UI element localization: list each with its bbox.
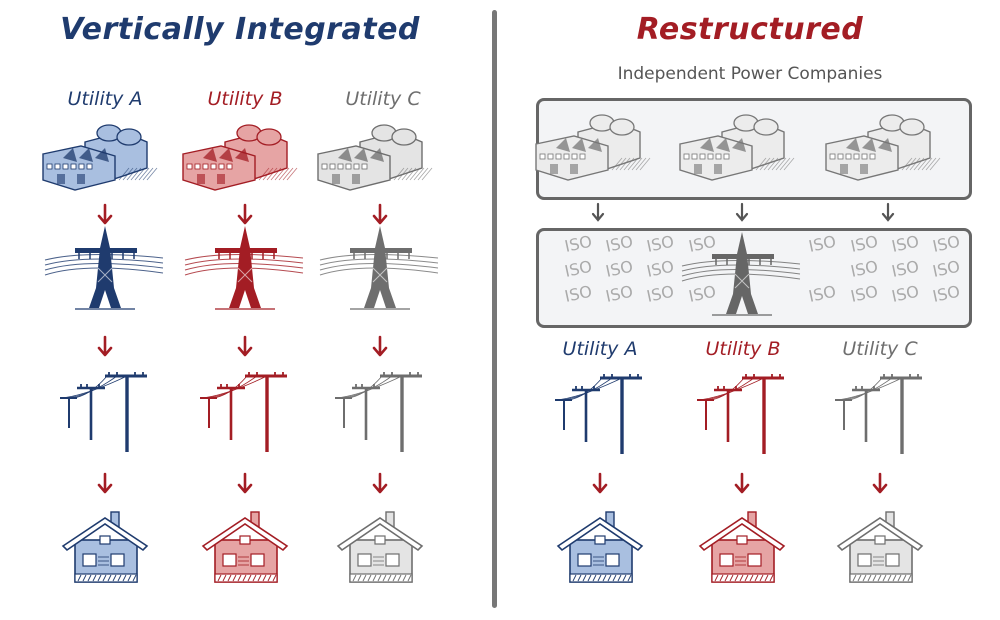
- iso-label: ISO: [807, 282, 838, 306]
- iso-label: ISO: [931, 257, 962, 281]
- iso-label: ISO: [931, 232, 962, 256]
- down-arrow-icon: [592, 472, 608, 494]
- power-plant-icon: [317, 124, 433, 191]
- distribution-poles-icon: [555, 374, 642, 454]
- down-arrow-icon: [591, 202, 605, 222]
- iso-label: ISO: [890, 232, 921, 256]
- iso-label: ISO: [563, 282, 594, 306]
- distribution-poles-icon: [60, 372, 147, 452]
- right-utility-a-label: Utility A: [562, 338, 638, 360]
- iso-label: ISO: [687, 232, 718, 256]
- power-plant-icon: [182, 124, 298, 191]
- iso-label: ISO: [604, 282, 635, 306]
- down-arrow-icon: [372, 472, 388, 494]
- down-arrow-icon: [872, 472, 888, 494]
- house-icon: [836, 511, 924, 583]
- house-icon: [336, 511, 424, 583]
- iso-label: ISO: [849, 257, 880, 281]
- down-arrow-icon: [97, 203, 113, 225]
- down-arrow-icon: [97, 335, 113, 357]
- iso-label: ISO: [645, 257, 676, 281]
- power-plant-icon: [42, 124, 158, 191]
- iso-label: ISO: [604, 232, 635, 256]
- house-icon: [556, 511, 644, 583]
- down-arrow-icon: [237, 335, 253, 357]
- iso-label: ISO: [604, 257, 635, 281]
- down-arrow-icon: [735, 202, 749, 222]
- down-arrow-icon: [734, 472, 750, 494]
- iso-label: ISO: [645, 282, 676, 306]
- transmission-tower-icon: [184, 226, 304, 310]
- down-arrow-icon: [237, 203, 253, 225]
- iso-label: ISO: [890, 257, 921, 281]
- house-icon: [61, 511, 149, 583]
- independent-power-companies-label: Independent Power Companies: [617, 64, 883, 84]
- right-utility-b-label: Utility B: [705, 338, 781, 360]
- distribution-poles-icon: [835, 374, 922, 454]
- down-arrow-icon: [97, 472, 113, 494]
- section-divider: [492, 10, 497, 608]
- house-icon: [201, 511, 289, 583]
- power-plant-icon: [535, 114, 651, 181]
- down-arrow-icon: [372, 335, 388, 357]
- iso-label: ISO: [849, 282, 880, 306]
- distribution-poles-icon: [200, 372, 287, 452]
- iso-label: ISO: [849, 232, 880, 256]
- house-icon: [698, 511, 786, 583]
- vertically-integrated-title: Vertically Integrated: [60, 12, 420, 47]
- iso-label: ISO: [645, 232, 676, 256]
- transmission-tower-icon: [319, 226, 439, 310]
- transmission-tower-icon: [681, 232, 801, 316]
- power-plant-icon: [825, 114, 941, 181]
- iso-label: ISO: [890, 282, 921, 306]
- right-utility-c-label: Utility C: [842, 338, 918, 360]
- left-utility-b-label: Utility B: [207, 88, 283, 110]
- iso-label: ISO: [687, 282, 718, 306]
- iso-label: ISO: [563, 232, 594, 256]
- distribution-poles-icon: [335, 372, 422, 452]
- left-utility-c-label: Utility C: [345, 88, 421, 110]
- transmission-tower-icon: [44, 226, 164, 310]
- distribution-poles-icon: [697, 374, 784, 454]
- left-utility-a-label: Utility A: [67, 88, 143, 110]
- down-arrow-icon: [372, 203, 388, 225]
- iso-label: ISO: [563, 257, 594, 281]
- iso-label: ISO: [807, 232, 838, 256]
- down-arrow-icon: [237, 472, 253, 494]
- iso-label: ISO: [931, 282, 962, 306]
- down-arrow-icon: [881, 202, 895, 222]
- restructured-title: Restructured: [636, 12, 864, 47]
- power-plant-icon: [679, 114, 795, 181]
